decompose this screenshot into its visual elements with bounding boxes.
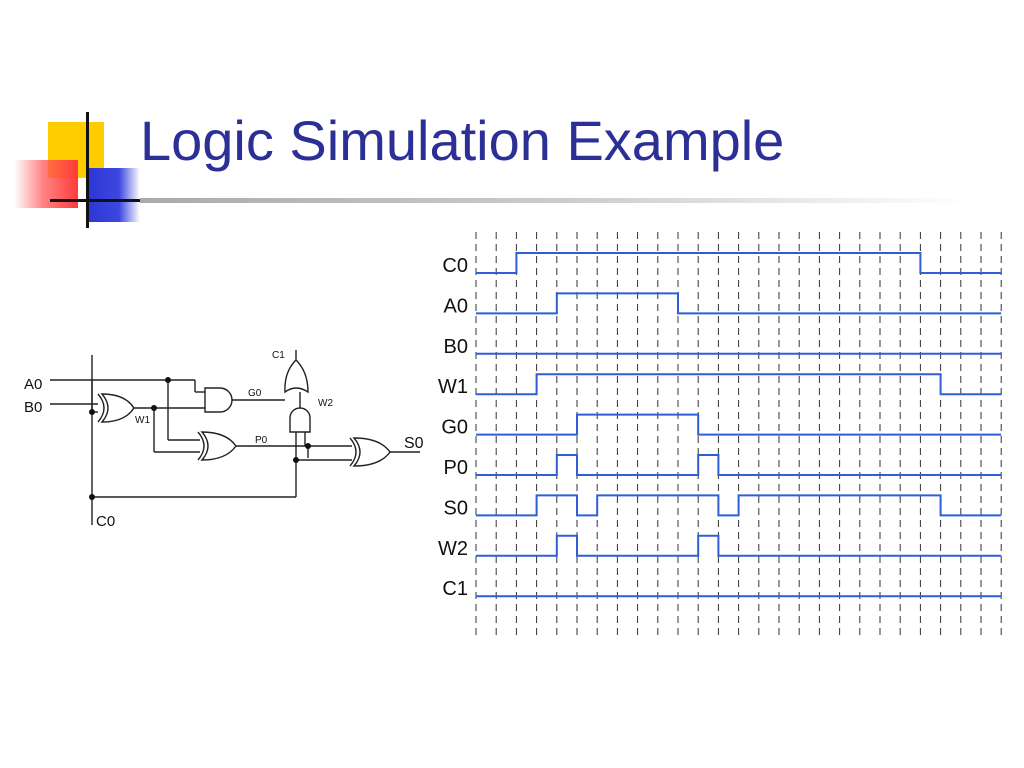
circuit-diagram: A0 B0 C0 S0 C1 G0 W2 W1 P0 [24, 350, 424, 530]
or-gate-c1 [284, 359, 309, 394]
and-gate-w2 [289, 407, 311, 433]
signal-label-p0: P0 [444, 457, 468, 479]
signal-label-c0: C0 [442, 255, 468, 277]
label-a0: A0 [24, 376, 42, 393]
decor-horizontal-line [50, 199, 140, 202]
signal-label-c1: C1 [442, 578, 468, 600]
junction-c0 [89, 494, 95, 500]
label-g0: G0 [248, 388, 262, 399]
decor-blue-square [88, 168, 140, 222]
label-c0: C0 [96, 513, 115, 530]
xor2-gate-p0 [200, 431, 237, 461]
waveform-a0 [476, 292, 1002, 315]
xor3-gate-back [349, 437, 357, 467]
timing-waves [476, 252, 1002, 598]
decor-vertical-line [86, 112, 89, 228]
slide-title: Logic Simulation Example [140, 109, 785, 172]
junction-b0 [89, 409, 95, 415]
junction-a0 [165, 377, 171, 383]
label-c1: C1 [272, 350, 285, 361]
xor3-gate-s0 [352, 437, 391, 467]
signal-label-b0: B0 [444, 336, 468, 358]
waveform-s0 [476, 494, 1002, 517]
signal-label-w1: W1 [438, 376, 468, 398]
label-b0: B0 [24, 399, 42, 416]
signal-label-w2: W2 [438, 538, 468, 560]
label-w2: W2 [318, 398, 333, 409]
signal-label-s0: S0 [444, 497, 468, 519]
timing-grid [475, 232, 1002, 636]
xor1-gate-back [97, 393, 105, 423]
label-p0: P0 [255, 435, 268, 446]
waveform-p0 [476, 454, 1002, 476]
waveform-g0 [476, 413, 1002, 436]
title-underline [140, 198, 970, 203]
junction-c0-xor [293, 457, 299, 463]
xor1-gate [100, 393, 135, 423]
signal-label-a0: A0 [444, 295, 468, 317]
waveform-w2 [476, 534, 1002, 557]
signal-label-g0: G0 [441, 417, 468, 439]
junction-p0 [305, 443, 311, 449]
junction-w1 [151, 405, 157, 411]
and-gate-g0 [204, 387, 233, 413]
label-w1: W1 [135, 415, 150, 426]
waveform-w1 [476, 373, 1002, 396]
label-s0: S0 [404, 435, 424, 452]
waveform-c0 [476, 252, 1002, 274]
xor2-gate-back [197, 431, 205, 461]
